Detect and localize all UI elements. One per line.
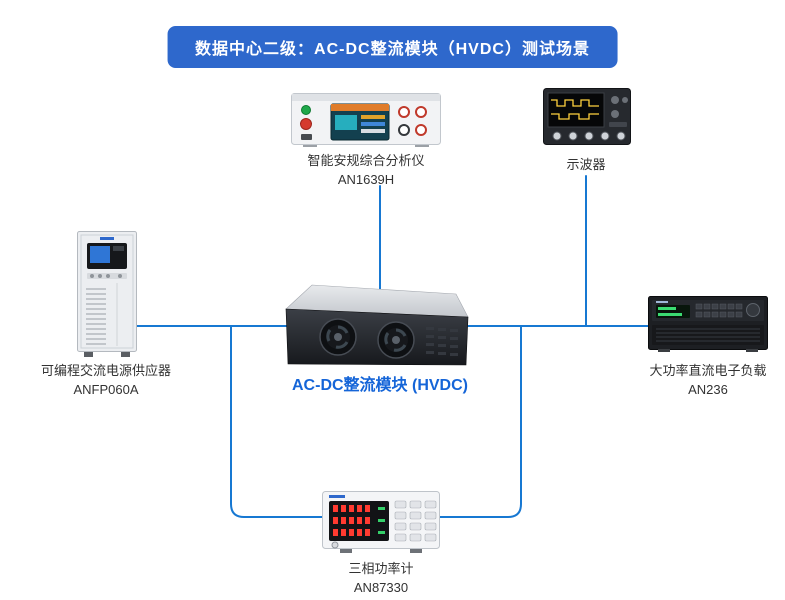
dut-device: [278, 281, 470, 374]
analyzer-model: AN1639H: [337, 171, 395, 187]
power-meter-label: 三相功率计 AN87330: [281, 560, 481, 598]
title-banner: 数据中心二级：AC-DC整流模块（HVDC）测试场景: [167, 26, 618, 68]
brand-mark: [100, 237, 114, 240]
power-meter-name: 三相功率计: [348, 561, 414, 576]
dc-load-device: [648, 294, 768, 359]
load-knob: [746, 303, 760, 317]
fan-icon: [377, 321, 415, 359]
output-terminals: [398, 106, 427, 136]
brand-mark: [656, 301, 668, 303]
power-meter-image: [322, 491, 440, 553]
meter-buttons: [394, 500, 437, 542]
analyzer-name: 智能安规综合分析仪: [307, 153, 425, 168]
vent-holes: [426, 327, 458, 356]
wire-right-to-powermeter: [437, 325, 522, 518]
vent-grille: [86, 288, 106, 345]
scope-screen: [547, 92, 605, 128]
cabinet-screen: [87, 243, 127, 269]
ac-source-name: 可编程交流电源供应器: [40, 363, 171, 378]
red-button-icon: [300, 118, 312, 130]
oscilloscope-image: [543, 88, 631, 145]
green-led-icon: [301, 105, 311, 115]
power-meter-model: AN87330: [353, 579, 409, 595]
power-button-icon: [331, 541, 339, 549]
dc-load-image: [648, 296, 768, 352]
cabinet-controls: [87, 273, 127, 279]
dut-label: AC-DC整流模块 (HVDC): [255, 374, 505, 397]
oscilloscope-device: [543, 88, 631, 153]
scope-bnc-connectors: [552, 131, 626, 141]
brand-mark: [329, 495, 345, 498]
ac-source-image: [77, 231, 137, 357]
analyzer-device: [291, 93, 441, 152]
analyzer-label: 智能安规综合分析仪 AN1639H: [266, 152, 466, 190]
dc-load-name: 大功率直流电子负载: [649, 363, 767, 378]
oscilloscope-label: 示波器: [486, 156, 686, 175]
analyzer-image: [291, 93, 441, 147]
dc-load-label: 大功率直流电子负载 AN236: [608, 362, 785, 400]
load-display: [656, 305, 690, 318]
touchscreen: [330, 103, 390, 141]
load-buttons: [695, 303, 743, 318]
load-vents: [652, 325, 764, 345]
dc-load-model: AN236: [688, 381, 728, 397]
dut-image: [285, 284, 469, 366]
ac-source-model: ANFP060A: [73, 381, 139, 397]
fan-icon: [319, 318, 357, 356]
dut-name: AC-DC整流模块 (HVDC): [292, 377, 468, 394]
scope-knobs: [609, 96, 628, 127]
oscilloscope-name: 示波器: [566, 157, 606, 172]
power-switch: [301, 134, 312, 140]
power-meter-device: [322, 491, 440, 558]
wire-left-to-powermeter: [230, 325, 325, 518]
ac-source-device: [76, 231, 138, 362]
ac-source-label: 可编程交流电源供应器 ANFP060A: [6, 362, 206, 400]
meter-display: [329, 501, 389, 541]
